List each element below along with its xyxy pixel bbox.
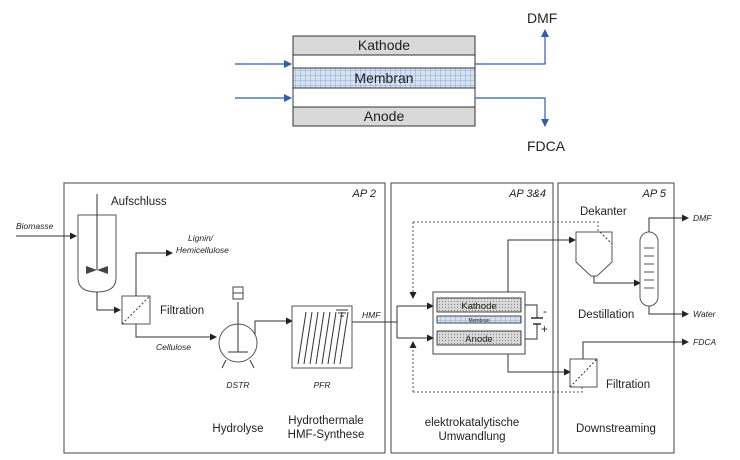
top-cell: Kathode Membran Anode DMF FDCA [235, 10, 566, 154]
water-outlet-line [648, 306, 689, 318]
cellulose-label: Cellulose [156, 342, 191, 352]
kathode-outlet-line [507, 236, 576, 292]
lignin-label-1: Lignin/ [188, 233, 215, 243]
recycle-bottom-dotted [413, 387, 583, 393]
top-fdca-label: FDCA [527, 138, 566, 154]
dstr-to-pfr-line [254, 317, 293, 334]
dstr-label: DSTR [226, 380, 249, 390]
dstr-reactor [218, 286, 258, 369]
lignin-outlet-line [135, 249, 173, 296]
dekanter-unit [575, 231, 613, 277]
top-kathode-layer [292, 35, 476, 56]
cell-kathode-label: Kathode [461, 301, 496, 312]
section-ap5-label: AP 5 [642, 188, 667, 200]
dmf-outlet-line [648, 214, 689, 232]
section-ap34-box [390, 182, 554, 454]
top-anode-layer [292, 106, 476, 127]
plus-sign: + [541, 324, 548, 336]
section-ap2-label: AP 2 [352, 188, 376, 200]
cell-membran-label: Membran [468, 318, 489, 324]
hydrolyse-label: Hydrolyse [212, 423, 263, 435]
filtration-label: Filtration [160, 305, 204, 317]
aufschluss-label: Aufschluss [111, 196, 167, 208]
lignin-label-2: Hemicellulose [176, 245, 229, 255]
recycle-top-dotted [413, 221, 599, 232]
top-membran-label: Membran [354, 70, 413, 86]
anode-outlet-line [507, 354, 571, 376]
cell-anode-label: Anode [465, 334, 492, 345]
filtration-unit-1 [121, 295, 151, 325]
downstreaming-label: Downstreaming [576, 423, 656, 435]
pfr-label: PFR [314, 380, 331, 390]
section-ap34-label: AP 3&4 [508, 188, 546, 200]
biomasse-label: Biomasse [16, 221, 54, 231]
electrochemical-cell [432, 291, 526, 355]
water-label: Water [693, 309, 717, 319]
top-output-arrow-fdca [475, 97, 549, 127]
power-wires [525, 304, 538, 340]
dekanter-to-column-line [593, 276, 641, 287]
top-kathode-label: Kathode [358, 37, 410, 53]
fdca-label: FDCA [693, 337, 716, 347]
hydrothermale-label-1: Hydrothermale [288, 415, 363, 427]
top-output-arrow-dmf [475, 29, 549, 65]
aufschluss-reactor [77, 194, 117, 293]
filtration-unit-2 [569, 358, 598, 388]
dekanter-label: Dekanter [580, 206, 627, 218]
top-anode-label: Anode [364, 108, 405, 124]
hydrothermale-label-2: HMF-Synthese [288, 429, 365, 441]
hmf-label: HMF [362, 310, 381, 320]
section-ap5-box [557, 182, 675, 454]
fdca-outlet-line [582, 338, 689, 359]
destillation-label: Destillation [578, 309, 634, 321]
cellulose-line [135, 324, 217, 341]
reactor-to-filter-line [96, 292, 121, 314]
pfr-reactor [291, 305, 353, 369]
elektro-label-2: Umwandlung [438, 431, 505, 443]
filtration2-label: Filtration [606, 379, 650, 391]
elektro-label-1: elektrokatalytische [425, 417, 520, 429]
section-ap2-box [63, 182, 386, 454]
top-dmf-label: DMF [527, 10, 557, 26]
dmf-label: DMF [693, 213, 712, 223]
destillation-column [639, 231, 659, 307]
minus-sign: - [543, 306, 547, 318]
